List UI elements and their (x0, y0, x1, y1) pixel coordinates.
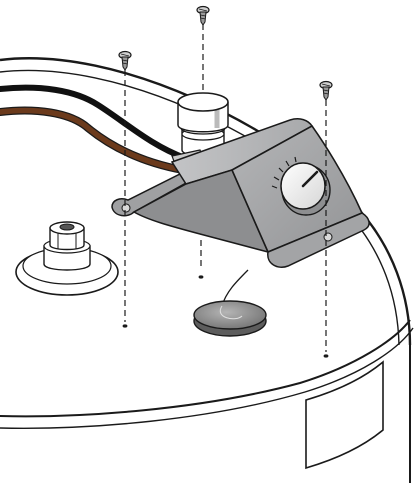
alignment-lines (124, 24, 327, 352)
temperature-knob (280, 162, 331, 216)
tank-top (0, 55, 416, 483)
screw-right (319, 80, 333, 101)
alignment-targets (122, 275, 329, 358)
pressure-valve-fitting (15, 221, 119, 296)
screw-left (118, 50, 132, 71)
tank-label-plate (305, 360, 384, 470)
screw-top-center (196, 5, 210, 26)
dial-scale (271, 156, 297, 189)
power-cables (0, 84, 188, 174)
temperature-sensor (193, 269, 267, 337)
